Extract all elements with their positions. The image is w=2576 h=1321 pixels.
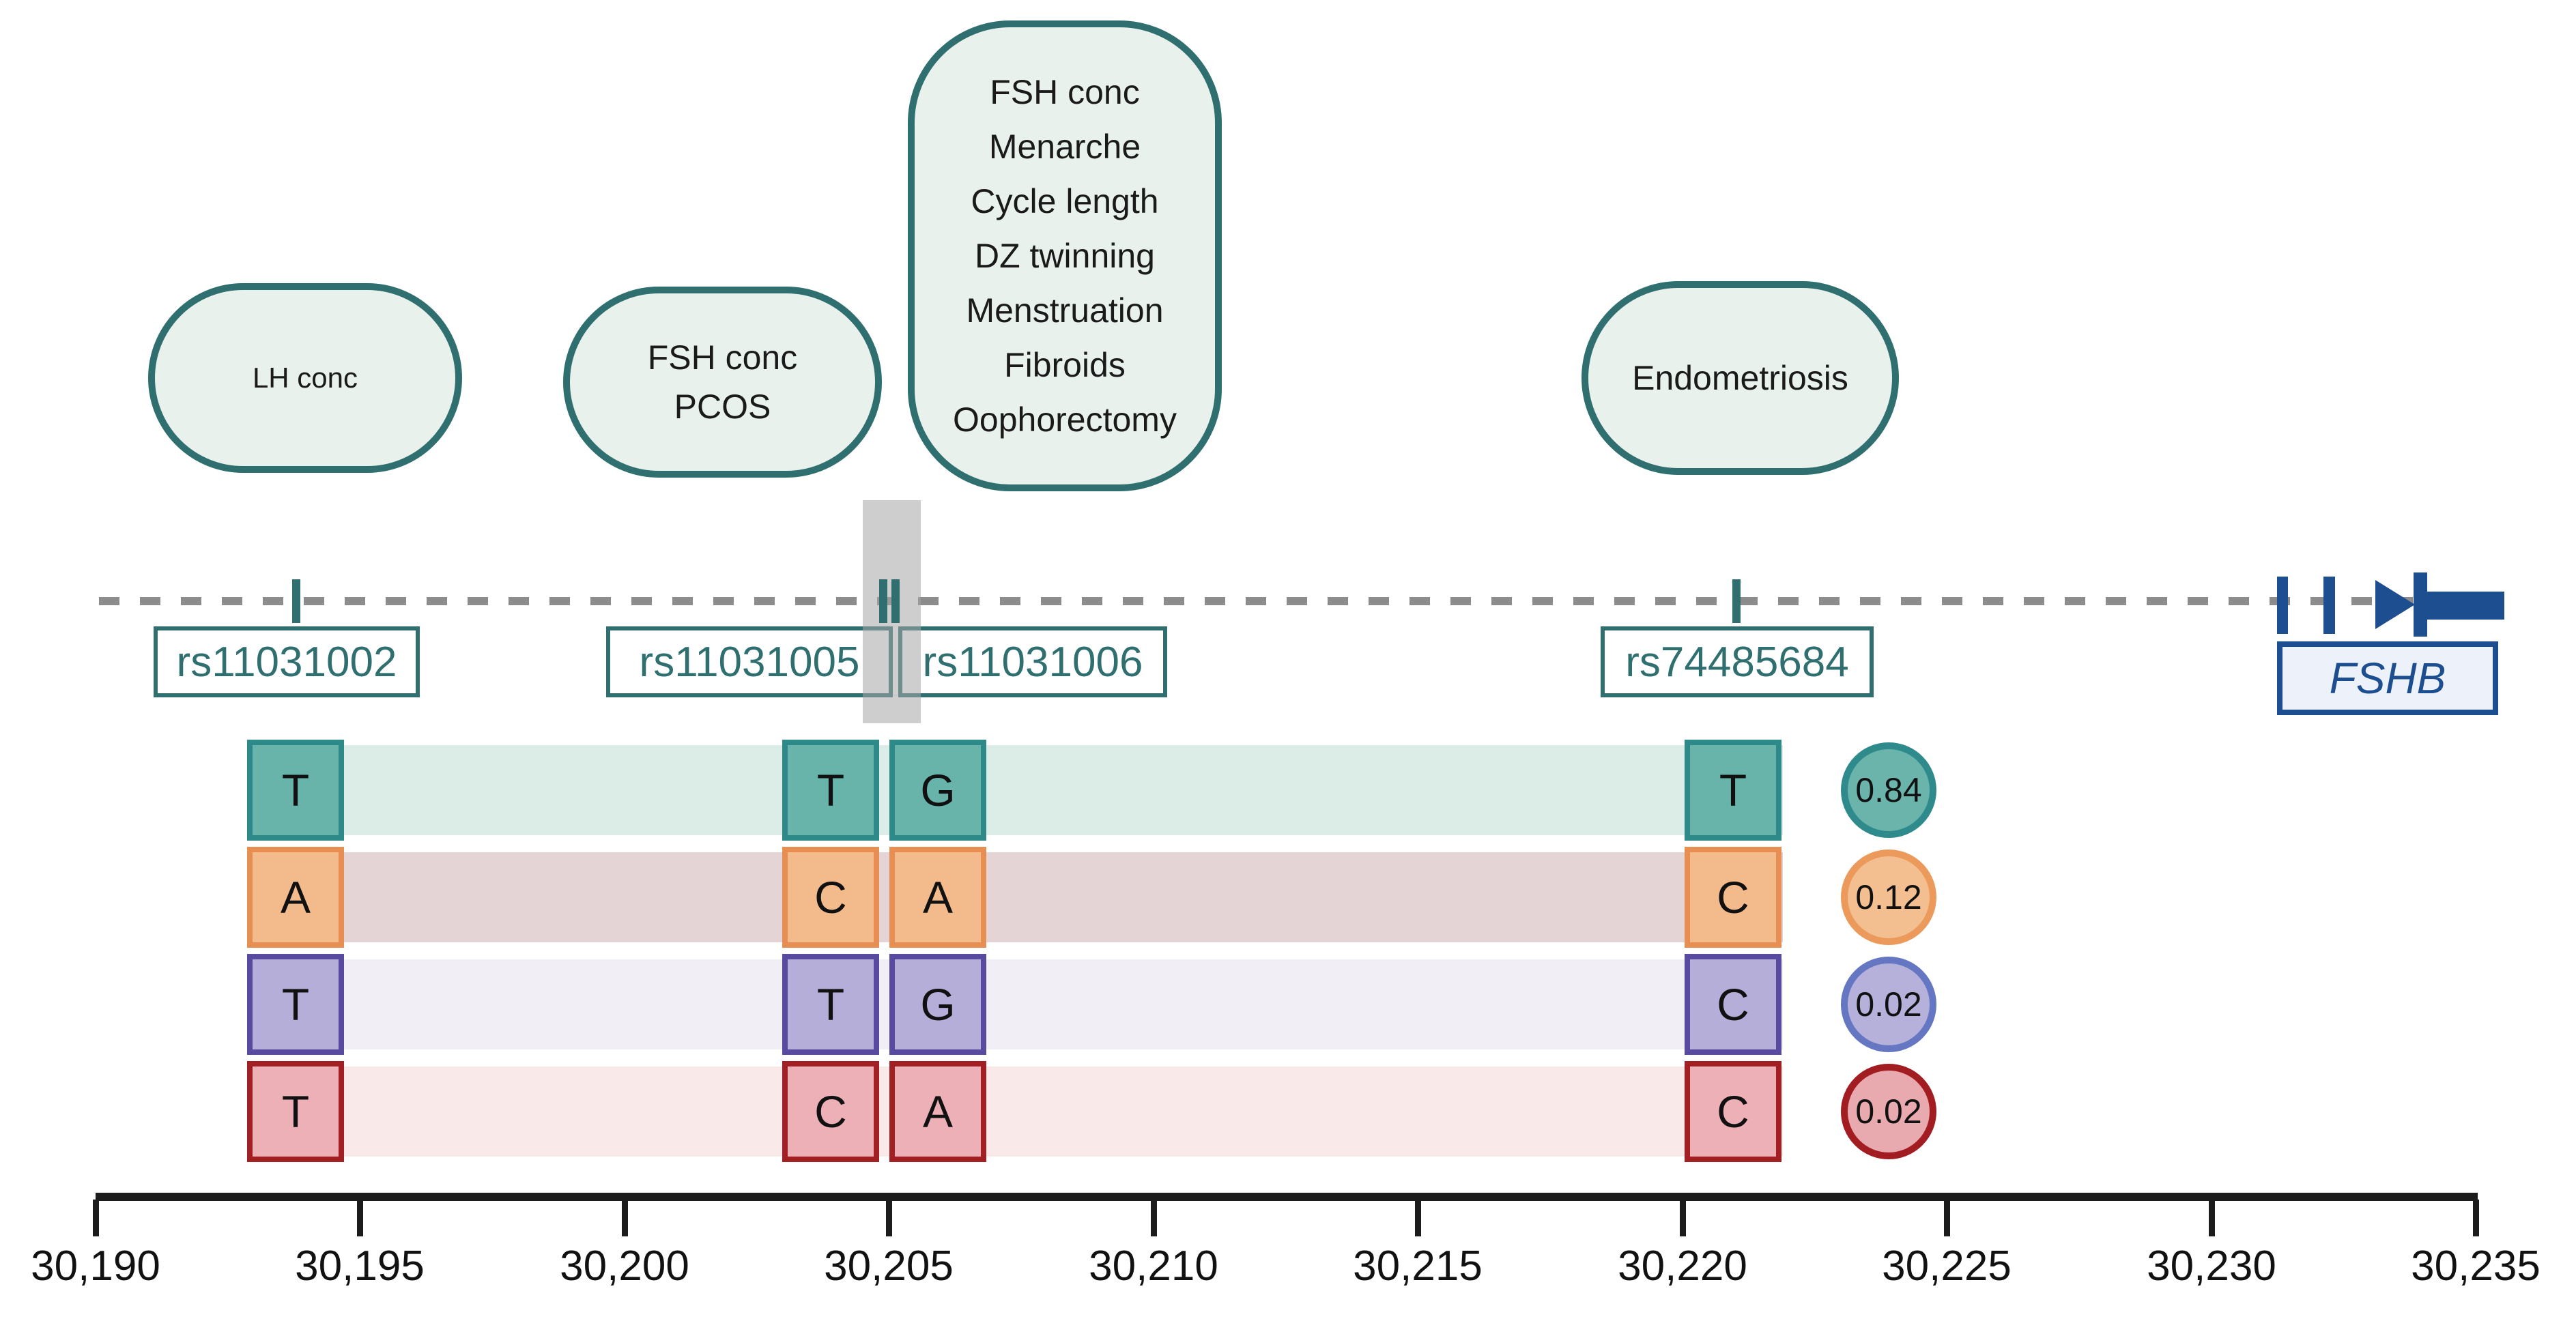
- snp-tick-rs11031002: [292, 579, 300, 623]
- axis-tick: [1680, 1200, 1686, 1236]
- gene-exon-bar: [2323, 577, 2335, 634]
- axis-tick-label: 30,210: [1089, 1243, 1218, 1290]
- haplotype-row-band: [247, 852, 1783, 942]
- axis-tick-label: 30,195: [295, 1243, 425, 1290]
- gene-exon-bar: [2414, 572, 2427, 637]
- snp-label-text: rs11031002: [176, 638, 397, 686]
- trait-label: LH conc: [252, 362, 358, 394]
- axis-tick-label: 30,220: [1618, 1243, 1747, 1290]
- trait-bubble-multi-trait: FSH conc Menarche Cycle length DZ twinni…: [908, 20, 1222, 491]
- snp-label-rs11031002: rs11031002: [154, 626, 420, 697]
- gene-name-box: FSHB: [2277, 641, 2498, 715]
- allele-box: G: [889, 954, 986, 1055]
- axis-tick: [886, 1200, 892, 1236]
- allele-box: T: [782, 740, 879, 841]
- axis-tick: [1151, 1200, 1157, 1236]
- trait-label: FSH conc: [647, 338, 798, 377]
- frequency-badge: 0.02: [1841, 1064, 1936, 1159]
- haplotype-row-band: [247, 745, 1783, 835]
- frequency-badge: 0.12: [1841, 850, 1936, 945]
- position-axis-line: [96, 1193, 2478, 1201]
- allele-letter: T: [816, 979, 845, 1030]
- axis-tick: [622, 1200, 628, 1236]
- allele-letter: C: [814, 1086, 847, 1137]
- axis-tick-label: 30,190: [31, 1243, 160, 1290]
- snp-label-rs11031005: rs11031005: [606, 626, 893, 697]
- allele-letter: G: [920, 765, 956, 815]
- axis-tick-label: 30,200: [560, 1243, 689, 1290]
- allele-box: C: [782, 1061, 879, 1162]
- allele-letter: C: [1717, 872, 1749, 923]
- trait-label: Oophorectomy: [953, 401, 1177, 439]
- trait-bubble-fsh-pcos: FSH conc PCOS: [563, 287, 882, 478]
- axis-tick-label: 30,225: [1882, 1243, 2012, 1290]
- allele-letter: T: [1719, 765, 1747, 815]
- allele-box: T: [782, 954, 879, 1055]
- axis-tick: [1415, 1200, 1421, 1236]
- gene-exon-bar: [2277, 577, 2288, 634]
- allele-box: A: [247, 847, 344, 948]
- trait-label: Cycle length: [971, 182, 1159, 220]
- allele-box: T: [247, 1061, 344, 1162]
- snp-tick-rs11031006: [891, 579, 900, 623]
- axis-tick-label: 30,205: [824, 1243, 954, 1290]
- allele-box: A: [889, 1061, 986, 1162]
- snp-label-rs74485684: rs74485684: [1601, 626, 1874, 697]
- gene-direction-arrow-icon: [2375, 580, 2415, 629]
- axis-tick-label: 30,235: [2411, 1243, 2541, 1290]
- allele-box: C: [782, 847, 879, 948]
- allele-box: T: [1685, 740, 1781, 841]
- trait-label: Endometriosis: [1632, 359, 1848, 397]
- trait-label: Fibroids: [1004, 346, 1126, 384]
- haplotype-row-band: [247, 959, 1783, 1049]
- allele-box: G: [889, 740, 986, 841]
- allele-letter: A: [922, 872, 954, 923]
- allele-box: C: [1685, 954, 1781, 1055]
- snp-label-text: rs11031005: [639, 638, 860, 686]
- snp-tick-rs11031005: [879, 579, 887, 623]
- frequency-badge: 0.02: [1841, 957, 1936, 1052]
- allele-letter: T: [281, 765, 310, 815]
- allele-letter: A: [280, 872, 311, 923]
- allele-box: C: [1685, 1061, 1781, 1162]
- frequency-badge: 0.84: [1841, 742, 1936, 838]
- trait-label: Menstruation: [966, 291, 1164, 330]
- axis-tick: [2209, 1200, 2215, 1236]
- trait-label: DZ twinning: [975, 237, 1155, 275]
- allele-box: C: [1685, 847, 1781, 948]
- axis-tick: [93, 1200, 99, 1236]
- allele-box: T: [247, 740, 344, 841]
- axis-tick: [357, 1200, 363, 1236]
- genomic-dashed-line: [99, 597, 2430, 605]
- allele-letter: G: [920, 979, 956, 1030]
- allele-box: T: [247, 954, 344, 1055]
- trait-label: FSH conc: [990, 73, 1140, 111]
- trait-label: Menarche: [988, 128, 1141, 166]
- gene-body-bar: [2427, 592, 2504, 620]
- allele-letter: T: [281, 1086, 310, 1137]
- allele-letter: T: [816, 765, 845, 815]
- snp-label-text: rs11031006: [922, 638, 1143, 686]
- allele-letter: C: [814, 872, 847, 923]
- haplotype-row-band: [247, 1066, 1783, 1157]
- trait-bubble-lh-conc: LH conc: [148, 283, 462, 473]
- trait-label: PCOS: [674, 388, 771, 426]
- allele-letter: T: [281, 979, 310, 1030]
- snp-tick-rs74485684: [1732, 579, 1741, 623]
- allele-letter: C: [1717, 979, 1749, 1030]
- trait-bubble-endometriosis: Endometriosis: [1582, 281, 1899, 475]
- allele-letter: C: [1717, 1086, 1749, 1137]
- axis-tick: [1944, 1200, 1950, 1236]
- axis-tick-label: 30,230: [2147, 1243, 2276, 1290]
- snp-label-text: rs74485684: [1625, 638, 1849, 686]
- gene-name-text: FSHB: [2329, 654, 2446, 703]
- allele-letter: A: [922, 1086, 954, 1137]
- snp-label-rs11031006: rs11031006: [898, 626, 1167, 697]
- axis-tick: [2473, 1200, 2479, 1236]
- axis-tick-label: 30,215: [1353, 1243, 1483, 1290]
- allele-box: A: [889, 847, 986, 948]
